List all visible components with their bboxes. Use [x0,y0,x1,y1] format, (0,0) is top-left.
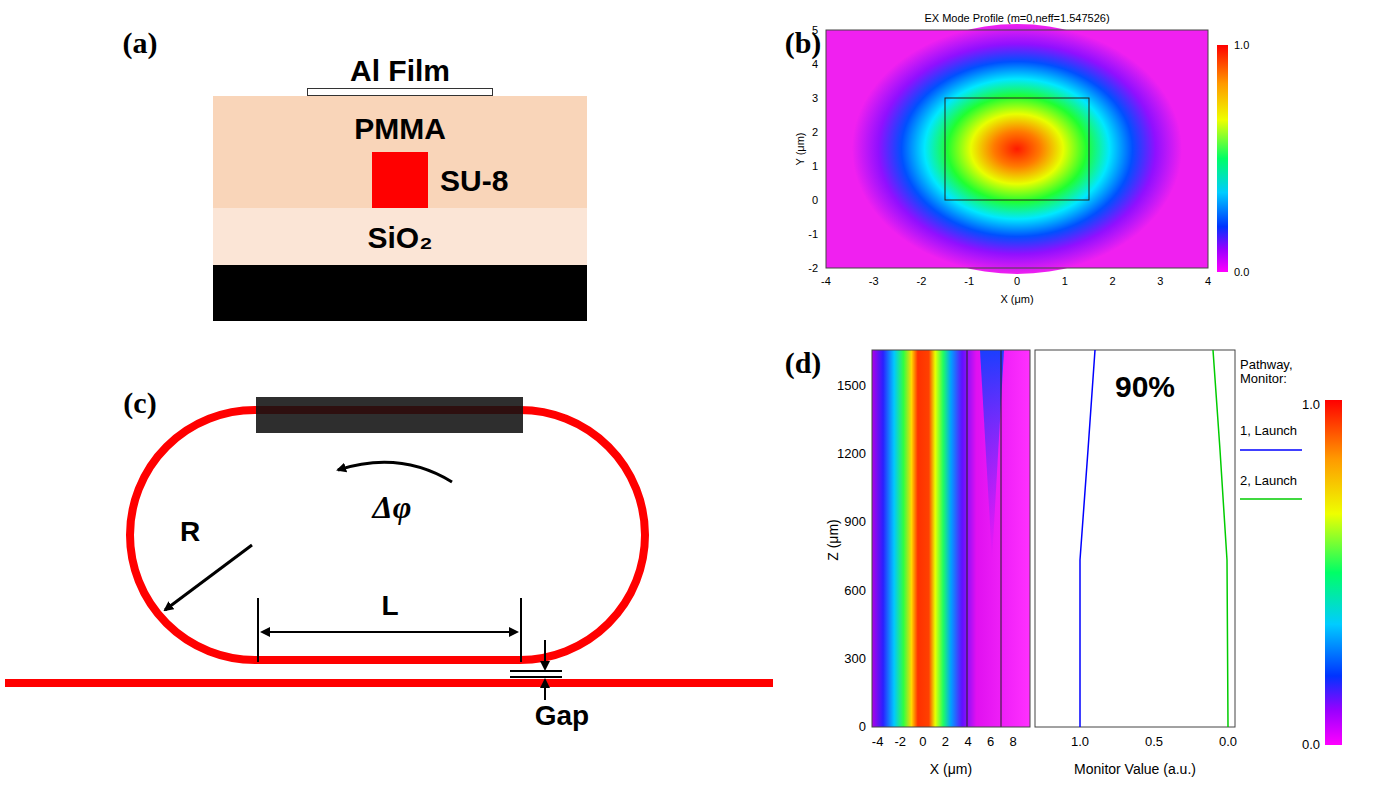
tick-label: 5 [812,24,818,36]
tick-label: 2 [1109,275,1115,287]
gap-line [510,670,562,672]
plot-frame [872,350,1030,727]
legend-text: 1, Launch [1240,424,1297,438]
bpm-field [872,350,1030,727]
sio2-layer: SiO₂ [213,208,587,265]
panel-letter: (c) [123,386,156,419]
tick-label: 1 [1062,275,1068,287]
colorbar-label: 1.0 [1302,398,1320,412]
tick-label: 600 [844,583,866,597]
pmma-layer: PMMA SU-8 [213,96,587,208]
tick-label: -3 [869,275,879,287]
tick-label: 4 [812,58,818,70]
tick-label: 6 [987,735,994,749]
gap-line [510,676,562,678]
radius-arrow [165,545,252,610]
tick-label: 1.0 [1071,735,1089,749]
substrate-layer [213,265,587,321]
legend-title: Pathway, Monitor: [1240,358,1310,387]
tick-label: 3 [1157,275,1163,287]
colorbar [1325,400,1342,745]
su8-core: SU-8 [372,152,428,208]
tick-label: -2 [917,275,927,287]
tick-label: -1 [964,275,974,287]
colorbar-label: 0.0 [1234,266,1249,278]
tick-label: 1200 [837,447,866,461]
phase-label: Δφ [373,490,412,525]
panel-letter: (d) [785,346,822,379]
tick-label: -2 [808,262,818,274]
coupled-field [980,350,1004,560]
monitor-line-1 [1080,350,1095,727]
al-film: Al Film [307,88,493,96]
layer-label: SiO₂ [367,220,432,253]
layer-label: SU-8 [440,164,508,197]
tick-label: 2 [942,735,949,749]
axis-title: X (μm) [930,762,972,777]
tick-label: 0 [812,194,818,206]
tick-label: 0 [919,735,926,749]
gap-arrow [544,640,546,669]
dimension-tick [520,598,522,662]
racetrack-ring [130,410,645,660]
axis-title: Monitor Value (a.u.) [1074,762,1196,777]
bus-waveguide [5,679,773,687]
waveguide-edge [1001,350,1002,727]
tick-label: 1500 [837,379,866,393]
monitor-frame [1035,350,1235,727]
waveguide-edge [967,350,968,727]
legend-sample [1240,498,1302,500]
tick-label: 2 [812,126,818,138]
length-label: L [381,591,398,622]
length-arrow [262,631,517,633]
legend-sample [1240,449,1302,451]
tick-label: 3 [812,92,818,104]
radius-label: R [180,517,200,548]
core-outline [945,98,1089,200]
tick-label: -2 [894,735,906,749]
tick-label: -4 [872,735,884,749]
tick-label: 1 [812,160,818,172]
heater-electrode [256,397,523,433]
gap-arrow [544,680,546,700]
legend-text: 2, Launch [1240,474,1297,488]
tick-label: -4 [821,275,831,287]
colorbar-label: 1.0 [1234,39,1249,51]
axis-title: X (μm) [1000,293,1033,305]
monitor-line-2 [1213,350,1228,727]
dimension-tick [257,598,259,662]
tick-label: 0.5 [1145,735,1163,749]
tick-label: 8 [1010,735,1017,749]
plot-frame [826,30,1208,268]
tick-label: 4 [1205,275,1211,287]
tick-label: 900 [844,515,866,529]
gap-label: Gap [535,701,589,732]
layer-label: Al Film [350,54,450,87]
tick-label: 300 [844,652,866,666]
tick-label: 0 [1014,275,1020,287]
tick-label: 4 [964,735,971,749]
colorbar-label: 0.0 [1302,738,1320,752]
plot-title: EX Mode Profile (m=0,neff=1.547526) [924,12,1109,24]
axis-title: Y (μm) [794,132,806,165]
layer-label: PMMA [354,112,446,145]
tick-label: -1 [808,228,818,240]
tick-label: 0 [859,720,866,734]
mode-field [852,24,1182,274]
axis-title: Z (μm) [826,519,841,561]
tick-label: 0.0 [1219,735,1237,749]
colorbar [1217,45,1228,272]
percent-label: 90% [1115,370,1175,403]
phase-arrow [338,462,452,482]
panel-letter: (a) [123,26,158,59]
